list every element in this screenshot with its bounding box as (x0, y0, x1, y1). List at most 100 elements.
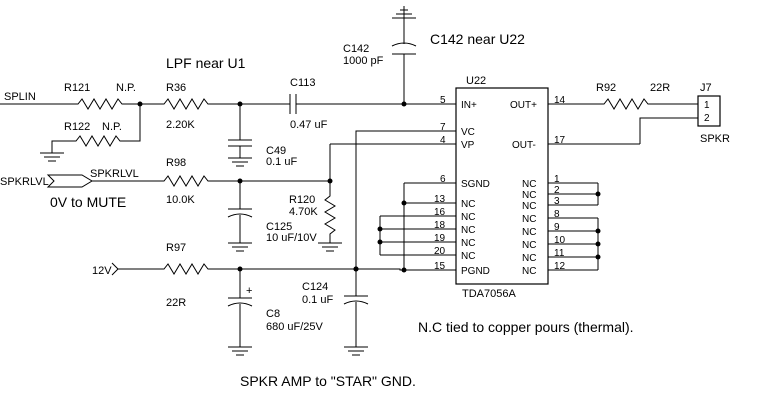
u22-pin-14-name: OUT+ (510, 100, 537, 111)
u22-pin-2-name: NC (522, 190, 536, 201)
u22-pin-4-name: VP (461, 140, 475, 151)
u22-pin-20-num: 20 (434, 246, 446, 257)
u22-right-pins (548, 103, 640, 271)
junction-pgnd (401, 267, 407, 273)
c142-value: 1000 pF (343, 55, 384, 67)
r122-resistor (51, 104, 141, 153)
c142-capacitor (391, 18, 417, 104)
junction-nc-18 (377, 226, 383, 232)
c8-capacitor (227, 269, 253, 347)
c125-value: 10 uF/10V (266, 232, 317, 244)
gnd-c125-icon (228, 242, 252, 252)
spkrlvl-net-label: SPKRLVL (90, 168, 139, 180)
junction-nc-19 (377, 239, 383, 245)
c142-note: C142 near U22 (430, 31, 525, 47)
u22-pin-9-name: NC (522, 227, 536, 238)
net-splin-label: SPLIN (4, 91, 36, 103)
u22-pin-11-name: NC (522, 253, 536, 264)
u22-pin-19-name: NC (461, 238, 475, 249)
gnd-c8-icon (228, 346, 252, 356)
u22-pin-2-num: 2 (554, 185, 560, 196)
u22-pin-6-num: 6 (440, 174, 446, 185)
u22-pin-15-name: PGND (461, 266, 490, 277)
c8-value: 680 uF/25V (266, 321, 324, 333)
c124-value: 0.1 uF (302, 294, 333, 306)
spkrlvl-port-label: SPKRLVL (0, 176, 49, 188)
u22-pin-12-name: NC (522, 266, 536, 277)
c49-ref: C49 (266, 145, 286, 157)
junction-nc-9 (595, 228, 601, 234)
r36-value: 2.20K (166, 119, 195, 131)
junction-sgnd-13 (401, 200, 407, 206)
u22-part: TDA7056A (462, 288, 516, 300)
u22-pin-11-num: 11 (554, 248, 565, 259)
c49-value: 0.1 uF (266, 156, 297, 168)
c113-ref: C113 (290, 77, 315, 89)
j7-pin-1: 1 (704, 100, 710, 111)
j7-connector-body (697, 95, 721, 127)
u22-pin-13-name: NC (461, 199, 475, 210)
u22-pin-12-num: 12 (554, 261, 566, 272)
r92-resistor (598, 98, 698, 110)
r36-resistor (140, 98, 290, 110)
out-minus-wire (639, 117, 698, 144)
u22-pin-10-num: 10 (554, 235, 566, 246)
c142-ref: C142 (343, 43, 369, 55)
u22-pin-13-num: 13 (434, 194, 446, 205)
u22-pin-15-num: 15 (434, 261, 446, 272)
r122-value: N.P. (102, 121, 122, 133)
r97-ref: R97 (166, 242, 186, 254)
j7-name: SPKR (700, 133, 730, 145)
lpf-title: LPF near U1 (166, 55, 246, 71)
gnd-c124-icon (344, 346, 368, 356)
u22-pin-19-num: 19 (434, 233, 446, 244)
u22-pin-16-num: 16 (434, 207, 446, 218)
r97-value: 22R (166, 297, 186, 309)
u22-pin-5-name: IN+ (461, 100, 477, 111)
r92-ref: R92 (596, 82, 616, 94)
u22-pin-18-name: NC (461, 225, 475, 236)
star-gnd-note: SPKR AMP to "STAR" GND. (240, 373, 416, 389)
j7-pin-2: 2 (704, 113, 710, 124)
gnd-r120-icon (318, 242, 342, 252)
u22-pin-17-num: 17 (554, 135, 566, 146)
u22-pin-10-name: NC (522, 240, 536, 251)
junction-nc-2 (595, 191, 601, 197)
left-nc-tie-wires (379, 182, 444, 270)
u22-ref: U22 (466, 75, 486, 87)
u22-pin-14-num: 14 (554, 95, 566, 106)
u22-pin-4-num: 4 (440, 135, 446, 146)
gnd-c142-icon (392, 6, 416, 19)
u22-pin-20-name: NC (461, 251, 475, 262)
r121-value: N.P. (116, 82, 136, 94)
junction-nc-10 (595, 241, 601, 247)
r92-value: 22R (650, 82, 670, 94)
c8-plus-sign: + (246, 285, 252, 297)
c124-ref: C124 (302, 281, 328, 293)
u22-pin-9-num: 9 (554, 222, 560, 233)
u22-pin-18-num: 18 (434, 220, 446, 231)
nc-note: N.C tied to copper pours (thermal). (418, 319, 634, 335)
junction-c124-vp (353, 266, 359, 272)
u22-pin-8-num: 8 (554, 209, 560, 220)
u22-pin-7-name: VC (461, 127, 475, 138)
r121-resistor (68, 98, 140, 110)
spkrlvl-port-icon (46, 174, 93, 188)
u22-pin-16-name: NC (461, 212, 475, 223)
c8-ref: C8 (266, 308, 280, 320)
c124-capacitor (343, 144, 369, 347)
r98-ref: R98 (166, 157, 186, 169)
r36-ref: R36 (166, 82, 186, 94)
r97-resistor (118, 263, 444, 275)
c125-capacitor (227, 181, 253, 243)
u22-pin-6-name: SGND (461, 179, 490, 190)
vc-wire (355, 130, 444, 144)
u22-pin-5-num: 5 (440, 95, 446, 106)
j7-ref: J7 (700, 82, 712, 94)
r98-value: 10.0K (166, 194, 195, 206)
c49-capacitor (228, 104, 252, 158)
12v-port-icon (111, 262, 119, 276)
c113-capacitor (289, 94, 444, 114)
u22-pin-8-name: NC (522, 214, 536, 225)
